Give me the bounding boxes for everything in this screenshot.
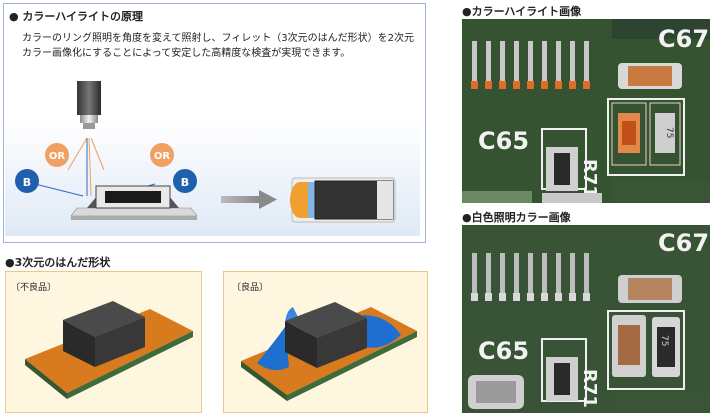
camera-icon [77,81,101,129]
badge-or-right: OR [150,143,174,167]
svg-text:75: 75 [664,127,674,138]
defective-solder-illustration [25,301,193,399]
solder-shape-heading: ●3次元のはんだ形状 [5,256,111,269]
board-component-side [70,185,198,220]
svg-text:OR: OR [49,151,66,162]
principle-description: カラーのリング照明を角度を変えて照射し、フィレット（3次元のはんだ形状）を2次元… [22,33,415,59]
highlight-result-image [290,177,396,223]
svg-text:C65: C65 [478,127,529,155]
principle-illustration: OR OR B B [5,81,420,236]
color-highlight-photo: C67 75 C65 R71 [462,19,710,203]
svg-text:C65: C65 [478,337,529,365]
badge-b-right: B [173,169,197,193]
color-highlight-heading: ●カラーハイライト画像 [462,5,582,18]
principle-heading: ● カラーハイライトの原理 [9,10,143,23]
svg-text:R71: R71 [579,159,600,198]
svg-text:C67: C67 [658,229,709,257]
svg-text:B: B [23,176,31,189]
svg-text:B: B [181,176,189,189]
badge-or-left: OR [45,143,69,167]
svg-text:75: 75 [659,335,669,346]
white-light-heading: ●白色照明カラー画像 [462,211,571,224]
svg-text:OR: OR [154,151,171,162]
arrow-right-icon [221,190,277,209]
defective-label: 〔不良品〕 [11,283,57,293]
good-label: 〔良品〕 [232,283,269,293]
white-light-photo: C67 75 C65 R71 [462,225,710,413]
svg-text:R71: R71 [579,369,600,408]
good-solder-illustration [241,302,417,401]
badge-b-left: B [15,169,39,193]
svg-text:C67: C67 [658,25,709,53]
